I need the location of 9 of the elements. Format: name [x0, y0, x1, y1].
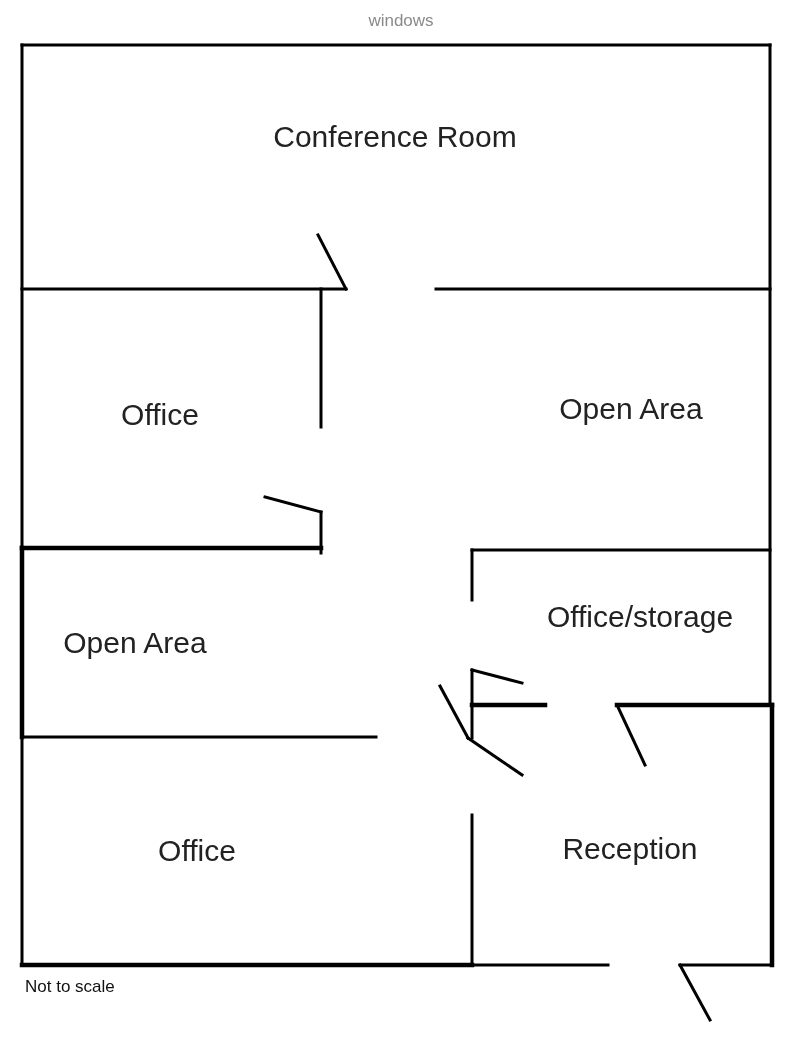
- room-label: Office/storage: [546, 602, 734, 632]
- room-label: Open Area: [559, 394, 703, 424]
- window-label: windows: [368, 11, 434, 29]
- room-label: Office: [158, 836, 236, 866]
- note-text: Not to scale: [25, 977, 115, 995]
- room-label: Office: [121, 400, 199, 430]
- room-label: Open Area: [63, 628, 207, 658]
- room-label: Reception: [562, 834, 698, 864]
- room-label: Conference Room: [273, 122, 517, 152]
